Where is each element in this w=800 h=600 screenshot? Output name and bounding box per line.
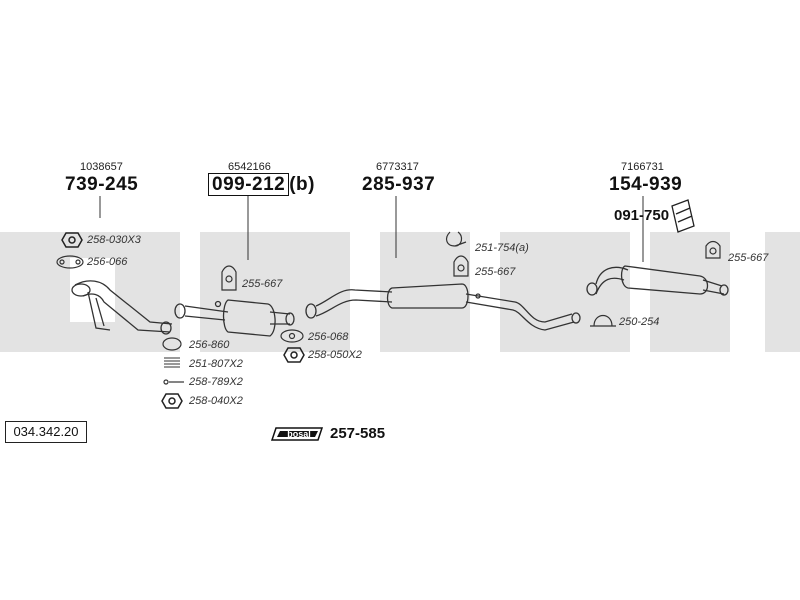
part-154-939: 154-939 <box>609 174 683 195</box>
label-255-667-c: 255-667 <box>728 252 769 264</box>
ref-6773317: 6773317 <box>376 161 419 173</box>
gasket-256-860 <box>162 337 182 351</box>
diagram-number: 034.342.20 <box>5 421 87 443</box>
label-258-050x2: 258-050X2 <box>308 349 362 361</box>
part-257-585: 257-585 <box>330 425 386 442</box>
rubber-mount-255-667-a <box>221 265 237 291</box>
kit-logo-text: bosal <box>287 429 311 439</box>
label-256-068: 256-068 <box>308 331 349 343</box>
gasket-256-066 <box>56 255 84 269</box>
middle-silencer <box>305 283 581 331</box>
spring-251-807x2 <box>164 357 180 368</box>
label-258-030x3: 258-030X3 <box>87 234 141 246</box>
part-099-212-suffix: (b) <box>289 174 315 195</box>
rear-silencer <box>586 265 729 296</box>
label-250-254: 250-254 <box>619 316 660 328</box>
label-258-040x2: 258-040X2 <box>189 395 243 407</box>
part-285-937: 285-937 <box>362 174 436 195</box>
label-256-860: 256-860 <box>189 339 230 351</box>
label-255-667-a: 255-667 <box>242 278 283 290</box>
part-099-212-group: 099-212(b) <box>208 173 315 196</box>
nut-258-030x3 <box>61 232 83 248</box>
part-091-750: 091-750 <box>614 207 670 224</box>
front-pipe <box>71 280 173 335</box>
rubber-mount-255-667-c <box>705 240 721 259</box>
label-251-754a: 251-754(a) <box>475 242 529 254</box>
clamp-250-254 <box>590 314 616 327</box>
leader-lines <box>99 196 644 262</box>
bosal-kit-logo <box>270 427 324 441</box>
gasket-256-068 <box>280 329 304 343</box>
ref-7166731: 7166731 <box>621 161 664 173</box>
label-255-667-b: 255-667 <box>475 266 516 278</box>
label-256-066: 256-066 <box>87 256 128 268</box>
catalytic-converter <box>174 299 295 337</box>
bolt-258-789x2 <box>163 379 184 385</box>
heat-shield-091-750 <box>671 199 695 233</box>
label-251-807x2: 251-807X2 <box>189 358 243 370</box>
part-739-245: 739-245 <box>65 174 139 195</box>
rubber-mount-255-667-b <box>453 255 469 277</box>
nut-258-040x2 <box>161 393 183 409</box>
nut-258-050x2 <box>283 347 305 363</box>
ref-1038657: 1038657 <box>80 161 123 173</box>
clamp-251-754a <box>445 231 467 247</box>
part-099-212: 099-212 <box>208 173 290 196</box>
label-258-789x2: 258-789X2 <box>189 376 243 388</box>
ref-6542166: 6542166 <box>228 161 271 173</box>
